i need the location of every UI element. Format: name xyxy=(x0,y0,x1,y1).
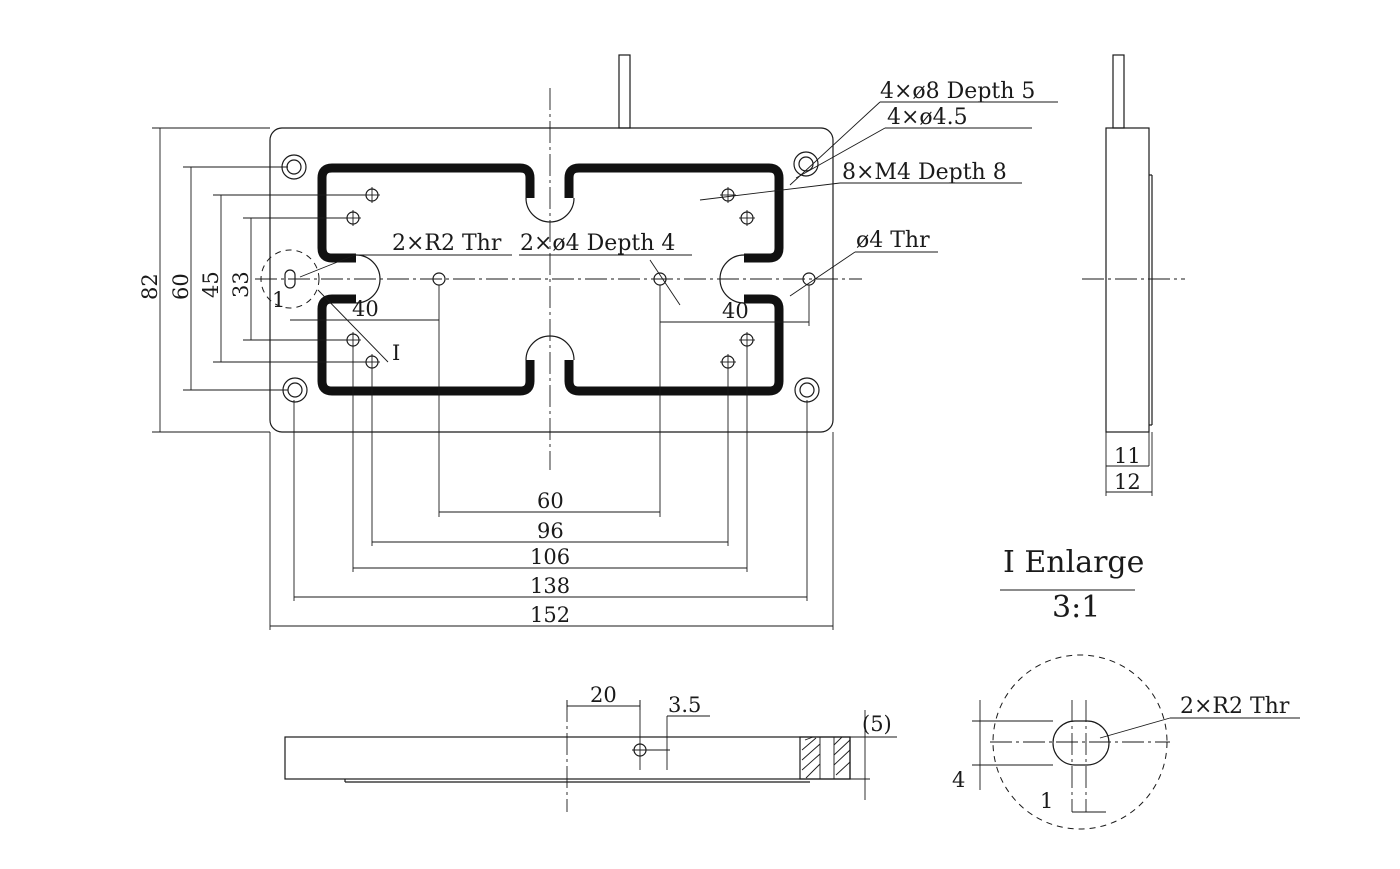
note-blind-hole: 2×ø4 Depth 4 xyxy=(520,231,675,256)
notch-right xyxy=(719,254,745,304)
side-pin xyxy=(1112,54,1125,129)
dim-detail-1: 1 xyxy=(1040,789,1053,813)
enlarge-title: I Enlarge xyxy=(1003,545,1144,580)
note-tapped: 8×M4 Depth 8 xyxy=(842,160,1007,185)
plate-outline xyxy=(269,127,834,433)
detail-view xyxy=(972,589,1300,830)
note-thru-hole: ø4 Thr xyxy=(856,228,930,253)
enlarge-scale: 3:1 xyxy=(1052,590,1100,625)
dim-82: 82 xyxy=(138,273,162,300)
dim-side-12: 12 xyxy=(1114,470,1141,494)
vertical-dim-lines xyxy=(159,128,252,432)
groove-upper-right xyxy=(564,163,784,263)
notch-bottom xyxy=(525,335,575,361)
detail-circle xyxy=(260,249,320,309)
note-counterbore: 4×ø8 Depth 5 xyxy=(880,79,1035,104)
extension-lines xyxy=(152,127,834,630)
dim-96: 96 xyxy=(537,519,564,543)
side-body xyxy=(1105,127,1150,433)
dim-left-1: 1 xyxy=(272,288,285,312)
dim-right-40: 40 xyxy=(722,299,749,323)
dim-bottom-3-5: 3.5 xyxy=(668,693,701,717)
groove-upper-left xyxy=(317,163,535,263)
dim-detail-4: 4 xyxy=(952,768,965,792)
dim-h33: 33 xyxy=(229,271,253,298)
dim-152: 152 xyxy=(530,603,570,627)
side-view xyxy=(1082,54,1185,496)
detail-slot-shape xyxy=(1052,720,1110,766)
horizontal-dim-lines xyxy=(270,285,833,627)
dim-bottom-20: 20 xyxy=(590,683,617,707)
dim-bottom-5: (5) xyxy=(862,712,892,736)
note-through-hole: 4×ø4.5 xyxy=(887,105,968,130)
groove-lower-right xyxy=(564,294,784,396)
dim-60: 60 xyxy=(537,489,564,513)
top-pin xyxy=(618,54,631,129)
labels: 4×ø8 Depth 5 4×ø4.5 8×M4 Depth 8 2×R2 Th… xyxy=(138,79,1290,813)
dim-h60: 60 xyxy=(169,273,193,300)
dim-106: 106 xyxy=(530,545,570,569)
dim-left-40: 40 xyxy=(352,297,379,321)
dim-h45: 45 xyxy=(199,271,223,298)
detail-marker: I xyxy=(392,341,400,365)
hatch xyxy=(801,736,851,779)
notch-left xyxy=(355,254,381,304)
counterbore-bottom-right xyxy=(794,377,820,403)
dim-side-11: 11 xyxy=(1114,444,1141,468)
front-view xyxy=(152,54,1058,630)
leader-lines xyxy=(299,101,1058,363)
groove-lower-left xyxy=(317,294,535,396)
radius-slot xyxy=(284,269,296,289)
note-radius-slot: 2×R2 Thr xyxy=(392,231,502,256)
notch-top xyxy=(525,197,575,223)
bottom-view xyxy=(284,700,897,812)
bottom-body xyxy=(284,736,851,780)
section-end xyxy=(799,736,851,780)
note-detail-slot: 2×R2 Thr xyxy=(1180,694,1290,719)
dim-138: 138 xyxy=(530,574,570,598)
